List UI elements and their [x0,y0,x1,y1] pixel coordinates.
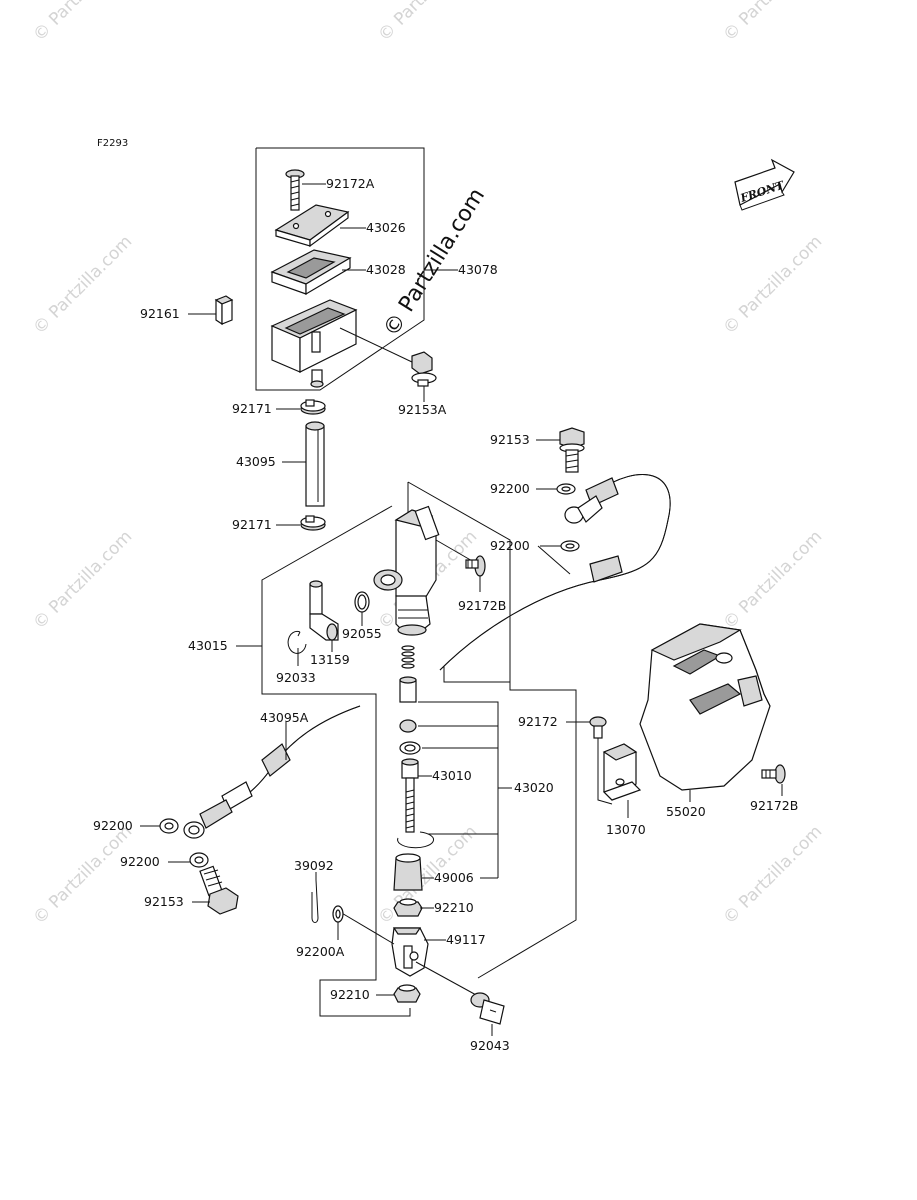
part-label: 92055 [342,626,382,641]
piston-icon [399,676,417,703]
master-cylinder-group-outline [261,505,393,646]
part-label: 92043 [470,1038,510,1053]
reservoir-box [255,147,425,391]
circlip-icon [397,831,435,849]
part-label: 43095 [236,454,276,469]
screw-icon [589,716,607,739]
part-label: 92200 [490,481,530,496]
washer-icon [332,905,344,923]
washer-icon [399,741,421,755]
watermark-tile: © Partzilla.com [719,822,826,929]
watermark-tile: © Partzilla.com [719,527,826,634]
part-label: 92200A [296,944,345,959]
part-label: 92172B [458,598,506,613]
washer-icon [159,818,179,834]
cotter-pin-icon [311,879,319,923]
hose-fitting-icon [309,580,339,641]
watermark-tile: © Partzilla.com [29,0,136,46]
guard-icon [639,623,771,791]
piston-cup-icon [399,719,417,733]
part-label: 92153 [144,894,184,909]
part-label: 55020 [666,804,706,819]
diaphragm-icon [270,249,352,296]
watermark-tile: © Partzilla.com [719,0,826,46]
circlip-icon [287,630,307,654]
banjo-bolt-icon [199,865,239,915]
part-label: 92153A [398,402,447,417]
bracket-icon [602,743,642,801]
part-label: 92161 [140,306,180,321]
part-label: 43095A [260,710,309,725]
part-label: 43010 [432,768,472,783]
hose-clamp-icon [300,515,326,531]
brake-hose-icon [439,473,671,671]
watermark-tile: © Partzilla.com [719,232,826,339]
nut-icon [393,898,423,917]
push-rod-icon [401,758,419,833]
bolt-icon [411,351,437,387]
washer-icon [189,852,209,868]
brake-hose-icon [183,705,361,839]
screw-icon [285,169,305,211]
nut-icon [393,984,421,1003]
o-ring-icon [354,591,370,613]
part-label: 13159 [310,652,350,667]
part-label: 39092 [294,858,334,873]
front-arrow-icon: FRONT [734,158,795,211]
spring-icon [401,645,415,669]
watermark-tile: © Partzilla.com [29,822,136,929]
part-label: 92033 [276,670,316,685]
part-label: 92200 [120,854,160,869]
watermark-tile: © Partzilla.com [29,527,136,634]
cushion-icon [214,295,234,326]
part-label: 92172B [750,798,798,813]
part-label: 92171 [232,517,272,532]
washer-icon [556,483,576,495]
part-label: 13070 [606,822,646,837]
part-label: 43020 [514,780,554,795]
part-label: 43026 [366,220,406,235]
part-label: 43015 [188,638,228,653]
watermark-tiles: © Partzilla.com © Partzilla.com © Partzi… [29,0,826,929]
part-label: 92172A [326,176,375,191]
part-label: 49006 [434,870,474,885]
clevis-pin-icon [470,992,505,1025]
part-label: 92200 [490,538,530,553]
part-label: 43078 [458,262,498,277]
part-label: 92210 [434,900,474,915]
clevis-icon [391,927,429,977]
watermark-tile: © Partzilla.com [374,0,481,46]
part-label: 92153 [490,432,530,447]
dust-boot-icon [393,853,423,891]
part-label: 49117 [446,932,486,947]
part-label: 92171 [232,401,272,416]
reservoir-body-icon [270,299,358,388]
banjo-bolt-icon [559,427,585,473]
diagram-code: F2293 [97,138,128,149]
master-cylinder-icon [373,505,440,636]
part-label: 92200 [93,818,133,833]
part-label: 92210 [330,987,370,1002]
watermark-tile: © Partzilla.com [29,232,136,339]
bolt-icon [761,764,786,784]
washer-icon [560,540,580,552]
part-label: 92172 [518,714,558,729]
hose-clamp-icon [300,399,326,415]
part-label: 43028 [366,262,406,277]
reservoir-cap-icon [274,204,350,248]
reservoir-hose-icon [305,421,325,507]
